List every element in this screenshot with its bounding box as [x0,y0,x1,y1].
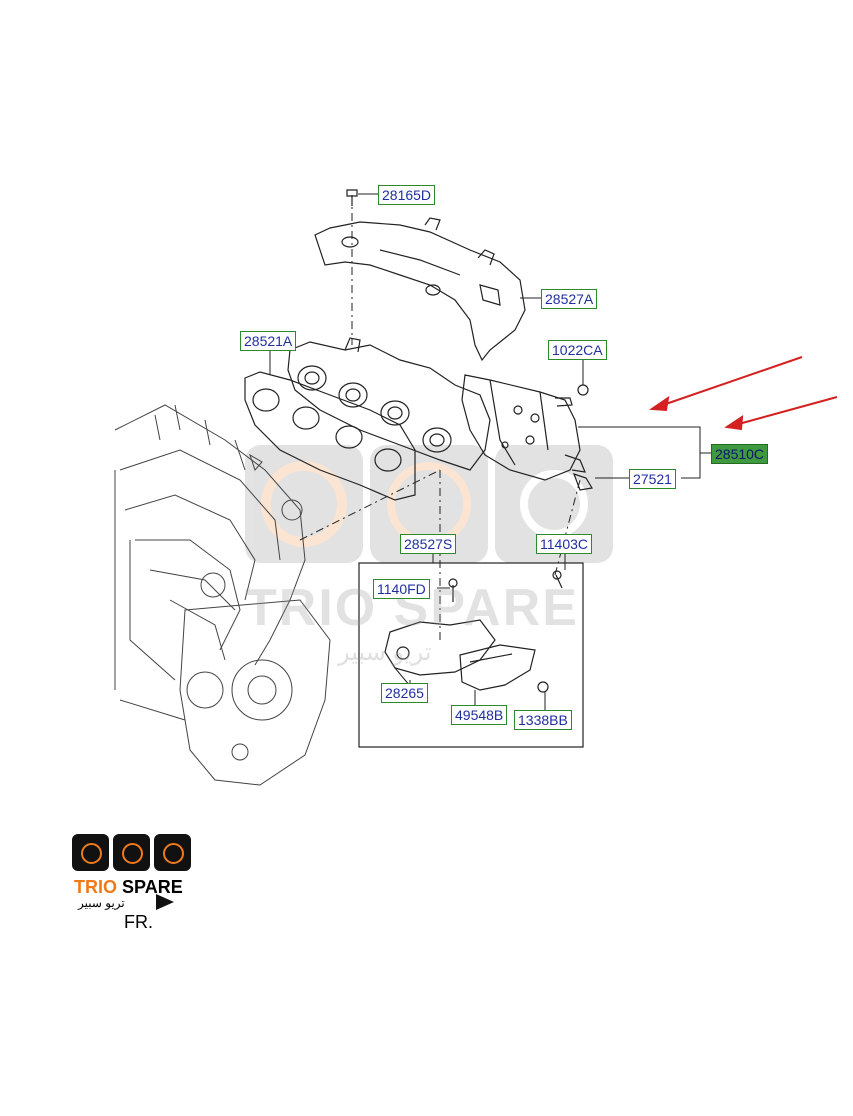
part-label-1338BB[interactable]: 1338BB [514,710,572,730]
watermark-arabic: تريو سبير [338,639,432,666]
part-label-28265[interactable]: 28265 [381,683,428,703]
heat-shield-upper [314,217,526,362]
part-label-28165D[interactable]: 28165D [378,185,436,205]
engine-icon [154,834,191,871]
logo-brand-trio: TRIO [74,877,117,897]
speedometer-icon [113,834,150,871]
bolt-28165D [346,189,358,206]
catalytic-converter [461,374,593,491]
part-label-28521A[interactable]: 28521A [240,331,297,351]
logo-brand-spare: SPARE [122,877,183,897]
part-label-27521[interactable]: 27521 [629,469,676,489]
trio-spare-logo: TRIO SPARE تريو سبير FR. [72,834,202,934]
part-label-1140FD[interactable]: 1140FD [373,579,430,599]
red-arrows [649,356,838,431]
gauge-icon [72,834,109,871]
logo-tiles [72,834,202,871]
logo-arabic: تريو سبير [78,896,125,910]
part-label-28527A[interactable]: 28527A [541,289,598,309]
exhaust-manifold [287,337,491,471]
center-lines [299,195,581,640]
manifold-gasket [244,371,416,501]
leader-lines [269,193,711,712]
part-label-1022CA[interactable]: 1022CA [548,340,607,360]
logo-brand: TRIO SPARE [74,877,183,898]
arrow-right-icon [156,894,174,910]
logo-caption: FR. [124,912,153,932]
lower-bracket-box [358,562,584,748]
engine-block [114,404,331,786]
part-label-11403C[interactable]: 11403C [536,534,593,554]
part-label-28527S[interactable]: 28527S [400,534,457,554]
part-label-49548B[interactable]: 49548B [451,705,508,725]
part-label-28510C[interactable]: 28510C [711,444,769,464]
